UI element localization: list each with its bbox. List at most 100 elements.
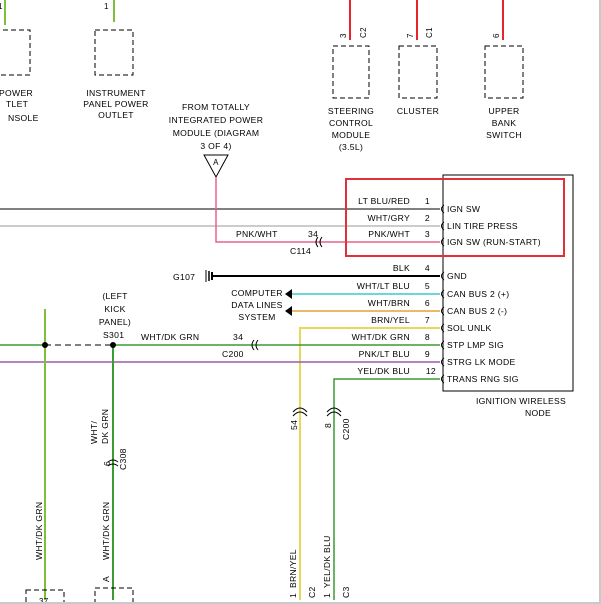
- ipm-arrow-icon: [203, 154, 229, 179]
- cluster-conn: C1: [425, 27, 434, 38]
- bottom-mid-connector: WHT/DK GRN A: [94, 502, 134, 602]
- ipm-label-2: INTEGRATED POWER: [169, 115, 263, 125]
- pin-2-number: 2: [425, 213, 430, 223]
- c200-pin: 34: [233, 332, 243, 342]
- computer-data-lines: COMPUTER DATA LINES SYSTEM: [231, 288, 292, 322]
- pin-7-number: 7: [425, 315, 430, 325]
- bottom-brn-conn: C2: [307, 586, 317, 598]
- ipm-label-1: FROM TOTALLY: [182, 102, 250, 112]
- computer-lines-label-1: COMPUTER: [231, 288, 283, 298]
- cluster-connector: 7 C1 CLUSTER: [397, 0, 439, 116]
- c308-wire-2: DK GRN: [100, 409, 110, 444]
- steering-pin: 3: [339, 33, 348, 38]
- steering-label-2: CONTROL: [329, 118, 373, 128]
- instrument-panel-label-3: OUTLET: [98, 110, 134, 120]
- upper-bank-connector: 6 UPPER BANK SWITCH: [484, 0, 524, 140]
- s301-label: S301: [103, 330, 124, 340]
- bottom-brn-wire: BRN/YEL: [288, 549, 298, 588]
- c308-name: C308: [118, 448, 128, 470]
- can-minus-arrow-icon: [285, 306, 292, 316]
- upper-bank-label-3: SWITCH: [486, 130, 522, 140]
- upper-bank-label-2: BANK: [492, 118, 517, 128]
- pin-7-wire: BRN/YEL: [371, 315, 410, 325]
- bottom-left-pin: 37: [39, 597, 49, 604]
- pin-2-wire: WHT/GRY: [367, 213, 410, 223]
- pin-3-wire: PNK/WHT: [368, 229, 410, 239]
- c200b-pin2: 54: [289, 420, 299, 430]
- pin-5-number: 5: [425, 281, 430, 291]
- pin-6-number: 6: [425, 298, 430, 308]
- pin-9-signal: STRG LK MODE: [447, 357, 516, 367]
- g107-ground: G107: [173, 270, 213, 282]
- bottom-yel-pin: 1: [322, 593, 332, 598]
- node-pin-rows: LT BLU/RED 1 IGN SW WHT/GRY 2 LIN TIRE P…: [352, 196, 541, 384]
- kick-panel-splice: (LEFT KICK PANEL) S301 WHT/DK GRN 34 C20…: [99, 291, 259, 359]
- power-outlet-label-3: NSOLE: [8, 113, 39, 123]
- bottom-brn-connector: 1 BRN/YEL C2: [288, 549, 317, 598]
- pin-3-signal: IGN SW (RUN-START): [447, 237, 541, 247]
- instrument-panel-label-2: PANEL POWER: [83, 99, 148, 109]
- c308-connector-icon: [107, 459, 119, 467]
- node-label-1: IGNITION WIRELESS: [476, 396, 566, 406]
- computer-lines-label-3: SYSTEM: [238, 312, 275, 322]
- c200b-name: C200: [341, 418, 351, 440]
- c200-connector-icon: [251, 339, 259, 351]
- bottom-left-connector: WHT/DK GRN 37: [25, 502, 65, 604]
- wire-pin-3: [215, 177, 440, 243]
- ipm-arrow-letter: A: [213, 158, 219, 167]
- bottom-mid-box: [94, 587, 134, 602]
- power-outlet-box: [0, 29, 31, 76]
- instrument-panel-box: [94, 29, 134, 76]
- steering-label-1: STEERING: [328, 106, 374, 116]
- highlight-box: [345, 178, 565, 257]
- node-label-2: NODE: [525, 408, 551, 418]
- c114-splice: PNK/WHT 34 C114: [236, 229, 323, 256]
- bottom-mid-pin: A: [101, 576, 111, 582]
- ignition-wireless-node-box: [442, 174, 574, 392]
- power-outlet-pin: 1: [0, 2, 3, 11]
- wire-pin-12: [333, 378, 440, 600]
- ipm-label-3: MODULE (DIAGRAM: [173, 128, 260, 138]
- pin-8-wire: WHT/DK GRN: [352, 332, 410, 342]
- c308-pin: 6: [102, 461, 112, 466]
- c308-wire-1: WHT/: [89, 421, 99, 444]
- kick-panel-label-2: KICK: [104, 304, 125, 314]
- splice-dot-left: [42, 342, 48, 348]
- pin-3-number: 3: [425, 229, 430, 239]
- pin-1-signal: IGN SW: [447, 204, 481, 214]
- pin-4-signal: GND: [447, 271, 467, 281]
- c114-connector-icon: [315, 236, 323, 248]
- bottom-left-box: [25, 589, 65, 602]
- computer-lines-label-2: DATA LINES: [231, 300, 282, 310]
- steering-control-connector: 3 C2 STEERING CONTROL MODULE (3.5L): [328, 0, 374, 152]
- instrument-panel-pin: 1: [104, 2, 109, 11]
- c308-connector: WHT/ DK GRN 6 C308: [89, 409, 128, 470]
- upper-bank-pin: 6: [492, 33, 501, 38]
- c200b-connector-icon-b: [326, 407, 342, 417]
- c200-wire-label: WHT/DK GRN: [141, 332, 199, 342]
- kick-panel-label-1: (LEFT: [102, 291, 128, 301]
- instrument-panel-label-1: INSTRUMENT: [86, 88, 146, 98]
- instrument-panel-outlet-connector: 1 INSTRUMENT PANEL POWER OUTLET: [83, 0, 148, 120]
- steering-box: [332, 45, 370, 99]
- steering-label-4: (3.5L): [339, 142, 363, 152]
- upper-bank-label-1: UPPER: [488, 106, 519, 116]
- cluster-label-1: CLUSTER: [397, 106, 439, 116]
- bottom-left-wire: WHT/DK GRN: [34, 502, 44, 560]
- c200-name: C200: [222, 349, 244, 359]
- pin-5-signal: CAN BUS 2 (+): [447, 289, 509, 299]
- splice-dot-s301: [110, 342, 116, 348]
- wire-pin-7: [299, 327, 440, 600]
- steering-conn: C2: [359, 27, 368, 38]
- cluster-pin: 7: [406, 33, 415, 38]
- pin-2-signal: LIN TIRE PRESS: [447, 221, 518, 231]
- pin-4-wire: BLK: [393, 263, 410, 273]
- bottom-yel-connector: 1 YEL/DK BLU C3: [322, 535, 351, 598]
- ipm-label-4: 3 OF 4): [200, 141, 231, 151]
- pin-8-number: 8: [425, 332, 430, 342]
- bottom-yel-wire: YEL/DK BLU: [322, 535, 332, 588]
- c114-name: C114: [290, 246, 311, 256]
- pin-5-wire: WHT/LT BLU: [357, 281, 410, 291]
- pin-1-number: 1: [425, 196, 430, 206]
